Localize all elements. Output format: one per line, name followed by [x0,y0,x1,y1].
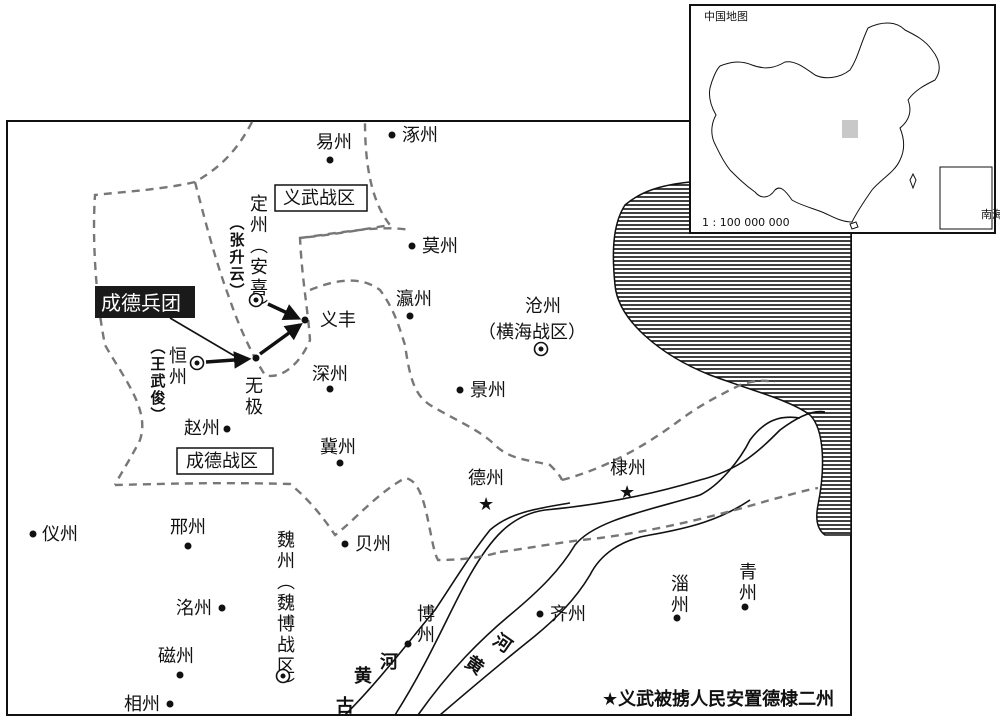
city-mozhou: 莫州 [408,236,458,257]
label-dingzhou-note: ︵安喜︶ [250,236,268,320]
svg-text:仪州: 仪州 [42,524,78,545]
svg-text:相州: 相州 [124,694,160,715]
label-qingzhou: 青州 [739,562,757,604]
svg-text:★: ★ [478,494,494,515]
svg-text:深州: 深州 [312,364,348,385]
boundary-west-outer [92,121,254,486]
legend-note: ★义武被掳人民安置德棣二州 [602,688,834,710]
city-shenzhou: 深州 [312,364,348,393]
boundary-chengde-south [114,476,501,562]
label-bozhou: 博州 [417,604,435,646]
city-dezhou: 德州 ★ [468,468,504,515]
svg-text:易州: 易州 [316,132,352,153]
city-yizhou-west: 仪州 [29,524,78,545]
svg-text:冀州: 冀州 [320,437,356,458]
svg-text:赵州: 赵州 [184,418,220,439]
city-jingzhou: 景州 [456,380,506,401]
inset-hainan [849,221,859,230]
boundary-north-east [299,227,411,240]
city-zhuozhou: 涿州 [388,125,438,146]
city-zhaozhou: 赵州 [184,418,231,439]
city-cizhou: 磁州 [158,646,194,679]
city-mingzhou: 洺州 [176,598,226,619]
inset-china-map: 中国地图 南海诸岛 1 : 100 000 000 [689,4,1000,234]
svg-text:棣州: 棣州 [610,458,646,479]
city-dizhou: 棣州 ★ [610,458,646,503]
label-weizhou: 魏州 [277,530,295,572]
city-xingzhou: 邢州 [170,517,206,550]
svg-text:南海诸岛: 南海诸岛 [981,207,1000,221]
label-wuji: 无极 [245,376,263,418]
svg-text:1 : 100 000 000: 1 : 100 000 000 [702,216,790,229]
svg-text:义武战区: 义武战区 [283,188,355,209]
yellow-river-north-bank [394,410,826,716]
city-beizhou: 贝州 [341,534,391,555]
capital-dingzhou [248,292,264,308]
region-chengde: 成德战区 [176,447,274,475]
city-qizhou: 齐州 [536,604,586,625]
inset-taiwan [909,172,917,190]
svg-text:磁州: 磁州 [158,646,194,667]
svg-text:义丰: 义丰 [320,310,356,331]
river-label-he: 河 [380,652,398,673]
army-arrow-3 [267,302,302,321]
label-dingzhou: 定州 [250,194,268,236]
svg-text:中国地图: 中国地图 [704,10,748,23]
inset-china-outline [709,22,940,223]
svg-text:洺州: 洺州 [176,598,212,619]
svg-text:★: ★ [619,482,635,503]
river-label-gu: 古 [336,695,354,717]
city-yizhou: 易州 [316,132,352,164]
svg-text:齐州: 齐州 [550,604,586,625]
svg-text:莫州: 莫州 [422,236,458,257]
city-wuji [252,354,260,362]
capital-cangzhou [533,341,549,357]
inset-region-highlight [842,120,858,138]
ancient-river-south [439,499,751,716]
svg-text:成德兵团: 成德兵团 [101,291,181,315]
army-arrow-1 [205,351,252,369]
svg-text:景州: 景州 [470,380,506,401]
svg-text:邢州: 邢州 [170,517,206,538]
capital-hengzhou [189,355,205,371]
ancient-river-north [417,416,801,716]
army-chengde-label: 成德兵团 [95,286,195,318]
army-arrow-2 [258,322,303,356]
capital-weizhou [275,668,291,684]
svg-text:成德战区: 成德战区 [186,451,258,472]
svg-text:涿州: 涿州 [402,125,438,146]
boundary-chengde-east [309,279,564,481]
army-pointer [169,317,239,359]
svg-text:瀛州: 瀛州 [396,288,432,310]
yellow-river-south-bank [344,502,571,716]
inset-south-sea-box [939,166,993,230]
city-yifeng: 义丰 [301,310,356,331]
city-yingzhou: 瀛州 [396,288,432,320]
boundary-yiwu-inner [193,121,393,378]
city-jizhou: 冀州 [320,437,356,467]
label-cangzhou: 沧州 [525,296,561,317]
city-xiangzhou: 相州 [124,694,174,715]
river-label-huang: 黄 [354,665,372,687]
boundary-delta [499,486,819,554]
svg-text:德州: 德州 [468,468,504,489]
label-cangzhou-note: （横海战区） [478,322,586,343]
label-zizhou: 淄州 [671,574,689,616]
label-hengzhou-leader: ︵王武俊︶ [149,338,165,424]
region-yiwu: 义武战区 [274,184,368,212]
boundary-cangzhou-south [561,379,776,482]
svg-text:贝州: 贝州 [355,534,391,555]
label-hengzhou: 恒州 [169,346,187,388]
label-dingzhou-leader: ︵张升云︶ [228,214,245,300]
